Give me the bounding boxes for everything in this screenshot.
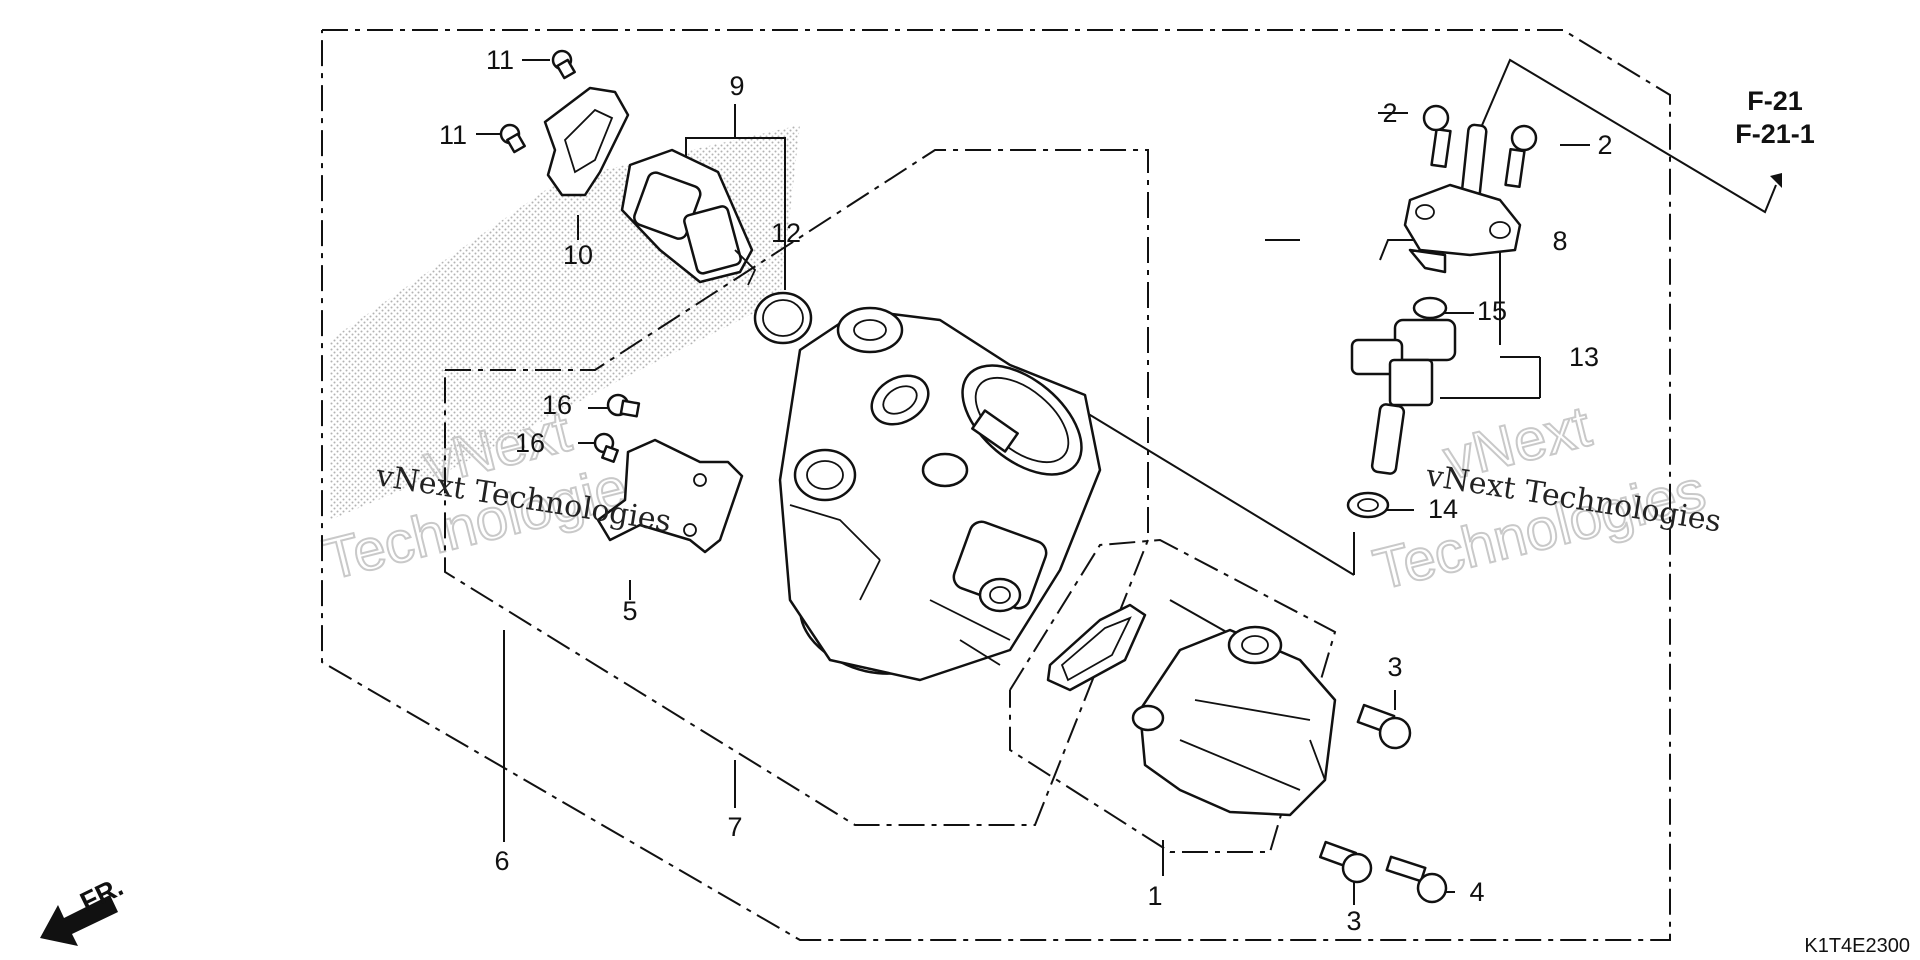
reference-f21-1: F-21-1 (1735, 119, 1815, 149)
callout-3-lower: 3 (1346, 906, 1361, 936)
bolt-3-upper (1356, 703, 1412, 750)
leader-lines (476, 58, 1782, 905)
callout-5: 5 (622, 596, 637, 626)
bolt-3-lower (1318, 840, 1373, 884)
callout-2-right: 2 (1597, 130, 1612, 160)
bracket-5 (596, 438, 744, 554)
callout-2-left: 2 (1382, 98, 1397, 128)
bolt-2-left (1422, 104, 1452, 169)
front-arrow-icon (40, 895, 118, 946)
group-outline-6 (321, 29, 1671, 941)
callout-7: 7 (727, 812, 742, 842)
screw-11-mid (499, 123, 526, 154)
screw-16-bottom (593, 432, 619, 463)
sensor-9 (620, 148, 757, 286)
screw-16-top (606, 393, 641, 418)
callout-13: 13 (1569, 342, 1599, 372)
group-outline-7 (444, 149, 1149, 826)
callout-16-bottom: 16 (515, 428, 545, 458)
throttle-sensor-1 (1131, 625, 1337, 817)
callout-1: 1 (1147, 881, 1162, 911)
fuel-pipe-8 (1403, 123, 1522, 274)
o-ring-15 (1412, 296, 1448, 320)
callout-12: 12 (771, 218, 801, 248)
callout-4: 4 (1469, 877, 1484, 907)
callout-16-top: 16 (542, 390, 572, 420)
fuel-injector-13 (1350, 318, 1457, 475)
callout-3-upper: 3 (1387, 652, 1402, 682)
diagram-code: K1T4E2300 (1804, 935, 1910, 957)
bolt-2-right (1504, 124, 1538, 189)
seal-14 (1346, 491, 1390, 519)
callout-8: 8 (1552, 226, 1567, 256)
bolt-4 (1385, 855, 1448, 904)
callout-6: 6 (494, 846, 509, 876)
gasket-10 (543, 86, 630, 197)
callout-9: 9 (729, 71, 744, 101)
screw-11-top (551, 49, 576, 80)
callout-10: 10 (563, 240, 593, 270)
callout-14: 14 (1428, 494, 1458, 524)
tps-gasket (1046, 603, 1147, 692)
callout-15: 15 (1477, 296, 1507, 326)
reference-f21: F-21 (1747, 86, 1803, 116)
throttle-body-7 (778, 306, 1102, 682)
callout-11-mid: 11 (439, 120, 467, 150)
callout-11-top: 11 (486, 45, 514, 75)
